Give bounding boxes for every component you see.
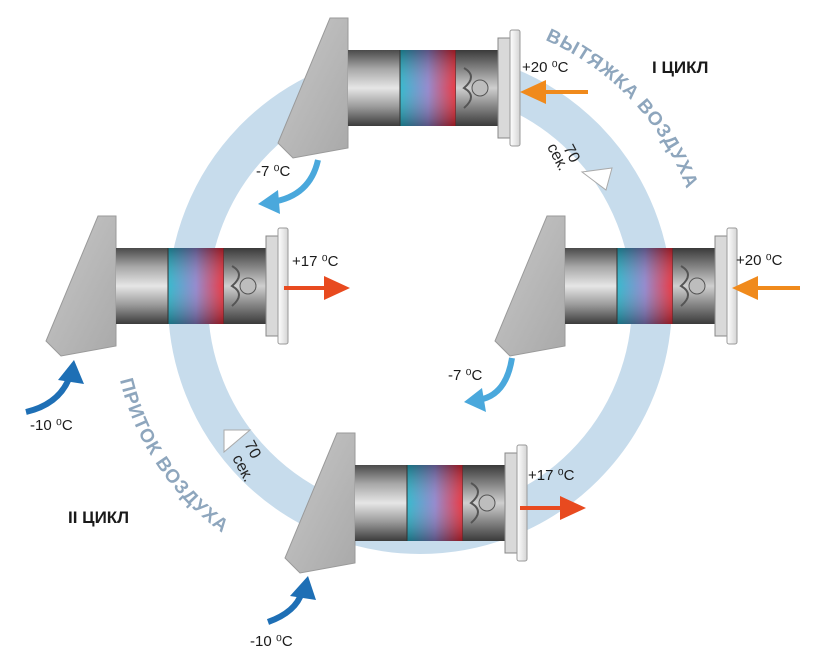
cycle2-label: II ЦИКЛ [68, 508, 129, 527]
temp-left-room: +17 ⁰C [292, 253, 339, 270]
timer-bottom: 70 сек. [223, 429, 264, 485]
cold-air-arrow-bottom [266, 576, 316, 625]
temp-top-out: -7 ⁰C [256, 163, 291, 180]
temp-right-out: -7 ⁰C [448, 367, 483, 384]
supply-arrow-left [284, 276, 350, 300]
temp-right-room: +20 ⁰C [736, 252, 783, 269]
room-air-arrow-top [520, 80, 588, 104]
cooled-exhaust-arrow-top [258, 159, 321, 214]
cycle1-label: I ЦИКЛ [652, 58, 708, 77]
cooled-exhaust-arrow-right [464, 357, 515, 412]
room-air-arrow-right [732, 276, 800, 300]
supply-arrow-bottom [520, 496, 586, 520]
timer-bottom-num: 70 [240, 438, 263, 462]
timer-top-num: 70 [559, 142, 582, 166]
temp-bottom-out: -10 ⁰C [250, 633, 293, 650]
timer-top: 70 сек. [543, 141, 613, 191]
unit-top [277, 17, 521, 159]
temp-left-out: -10 ⁰C [30, 417, 73, 434]
unit-left [45, 215, 289, 357]
unit-right [494, 215, 738, 357]
cold-air-arrow-left [25, 360, 84, 415]
temp-top-room: +20 ⁰C [522, 59, 569, 76]
temp-bottom-room: +17 ⁰C [528, 467, 575, 484]
